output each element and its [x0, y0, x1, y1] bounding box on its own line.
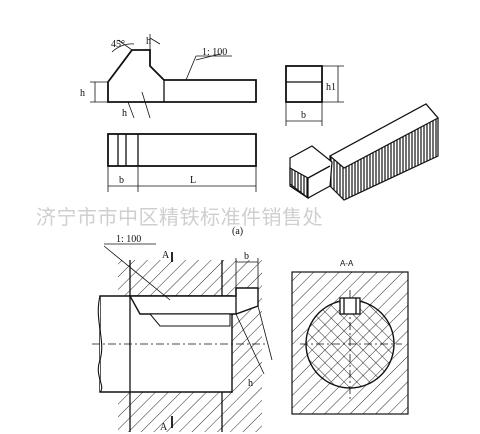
key-plan-view: b L (a) — [107, 133, 257, 237]
key-side-view: h 45° h 1: 100 h — [80, 34, 257, 119]
angle-label: 45° — [111, 39, 125, 50]
watermark-text: 济宁市市中区精铁标准件销售处 — [36, 205, 323, 229]
assembly-b-label: b — [244, 251, 249, 262]
assembly-view: 1: 100 A A b h — [92, 234, 273, 433]
plan-L-label: L — [190, 175, 196, 186]
left-h-label: h — [80, 88, 85, 99]
key-end-view: h1 b — [285, 65, 344, 126]
key-isometric-view — [289, 103, 439, 201]
h1-label: h1 — [326, 82, 336, 93]
assembly-taper-label: 1: 100 — [116, 234, 141, 245]
end-b-label: b — [301, 110, 306, 121]
section-title: A-A — [340, 259, 354, 268]
head-h-label: h — [146, 36, 151, 47]
plan-b-label: b — [119, 175, 124, 186]
taper-label: 1: 100 — [202, 47, 227, 58]
section-mark-top: A — [162, 250, 170, 261]
section-a-a-view: A-A — [291, 259, 409, 415]
assembly-h-label: h — [248, 378, 253, 389]
figure-caption: (a) — [232, 226, 243, 237]
small-h-label: h — [122, 108, 127, 119]
section-mark-bottom: A — [160, 422, 168, 433]
